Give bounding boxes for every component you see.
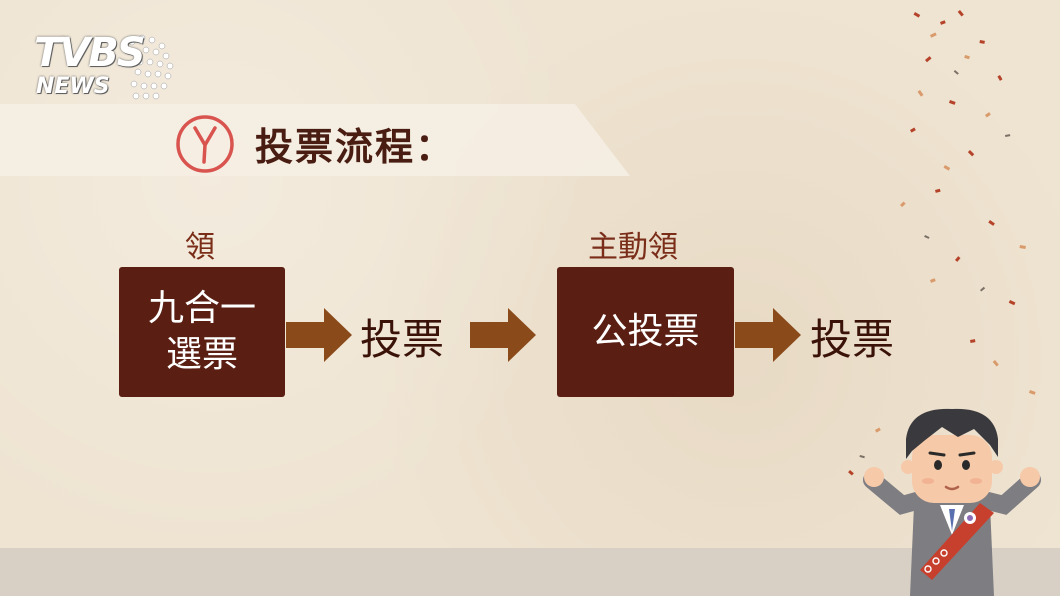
confetti-decoration — [848, 10, 1036, 476]
step1-box-line2: 選票 — [165, 334, 238, 375]
ballot-stamp-icon — [176, 115, 234, 173]
step1-label: 領 — [185, 230, 215, 265]
arrow-right-icon — [735, 308, 801, 362]
tvbs-news-logo: TVBS NEWS — [34, 30, 194, 110]
step2-box: 公投票 — [557, 267, 734, 397]
page-title: 投票流程： — [255, 125, 456, 169]
floor-band — [0, 548, 1060, 596]
step1-result: 投票 — [360, 315, 445, 364]
arrow-right-icon — [286, 308, 352, 362]
step1-box: 九合一 選票 — [119, 267, 285, 397]
step2-box-text: 公投票 — [591, 311, 700, 352]
title-banner — [0, 104, 630, 176]
cheering-candidate-icon — [863, 408, 1041, 596]
step2-result: 投票 — [810, 315, 895, 364]
arrow-right-icon — [470, 308, 536, 362]
step1-box-line1: 九合一 — [147, 288, 256, 329]
logo-main-text: TVBS — [34, 30, 146, 76]
logo-sub-text: NEWS — [36, 74, 110, 99]
logo-dots-icon — [128, 34, 174, 100]
step2-label: 主動領 — [588, 230, 678, 265]
